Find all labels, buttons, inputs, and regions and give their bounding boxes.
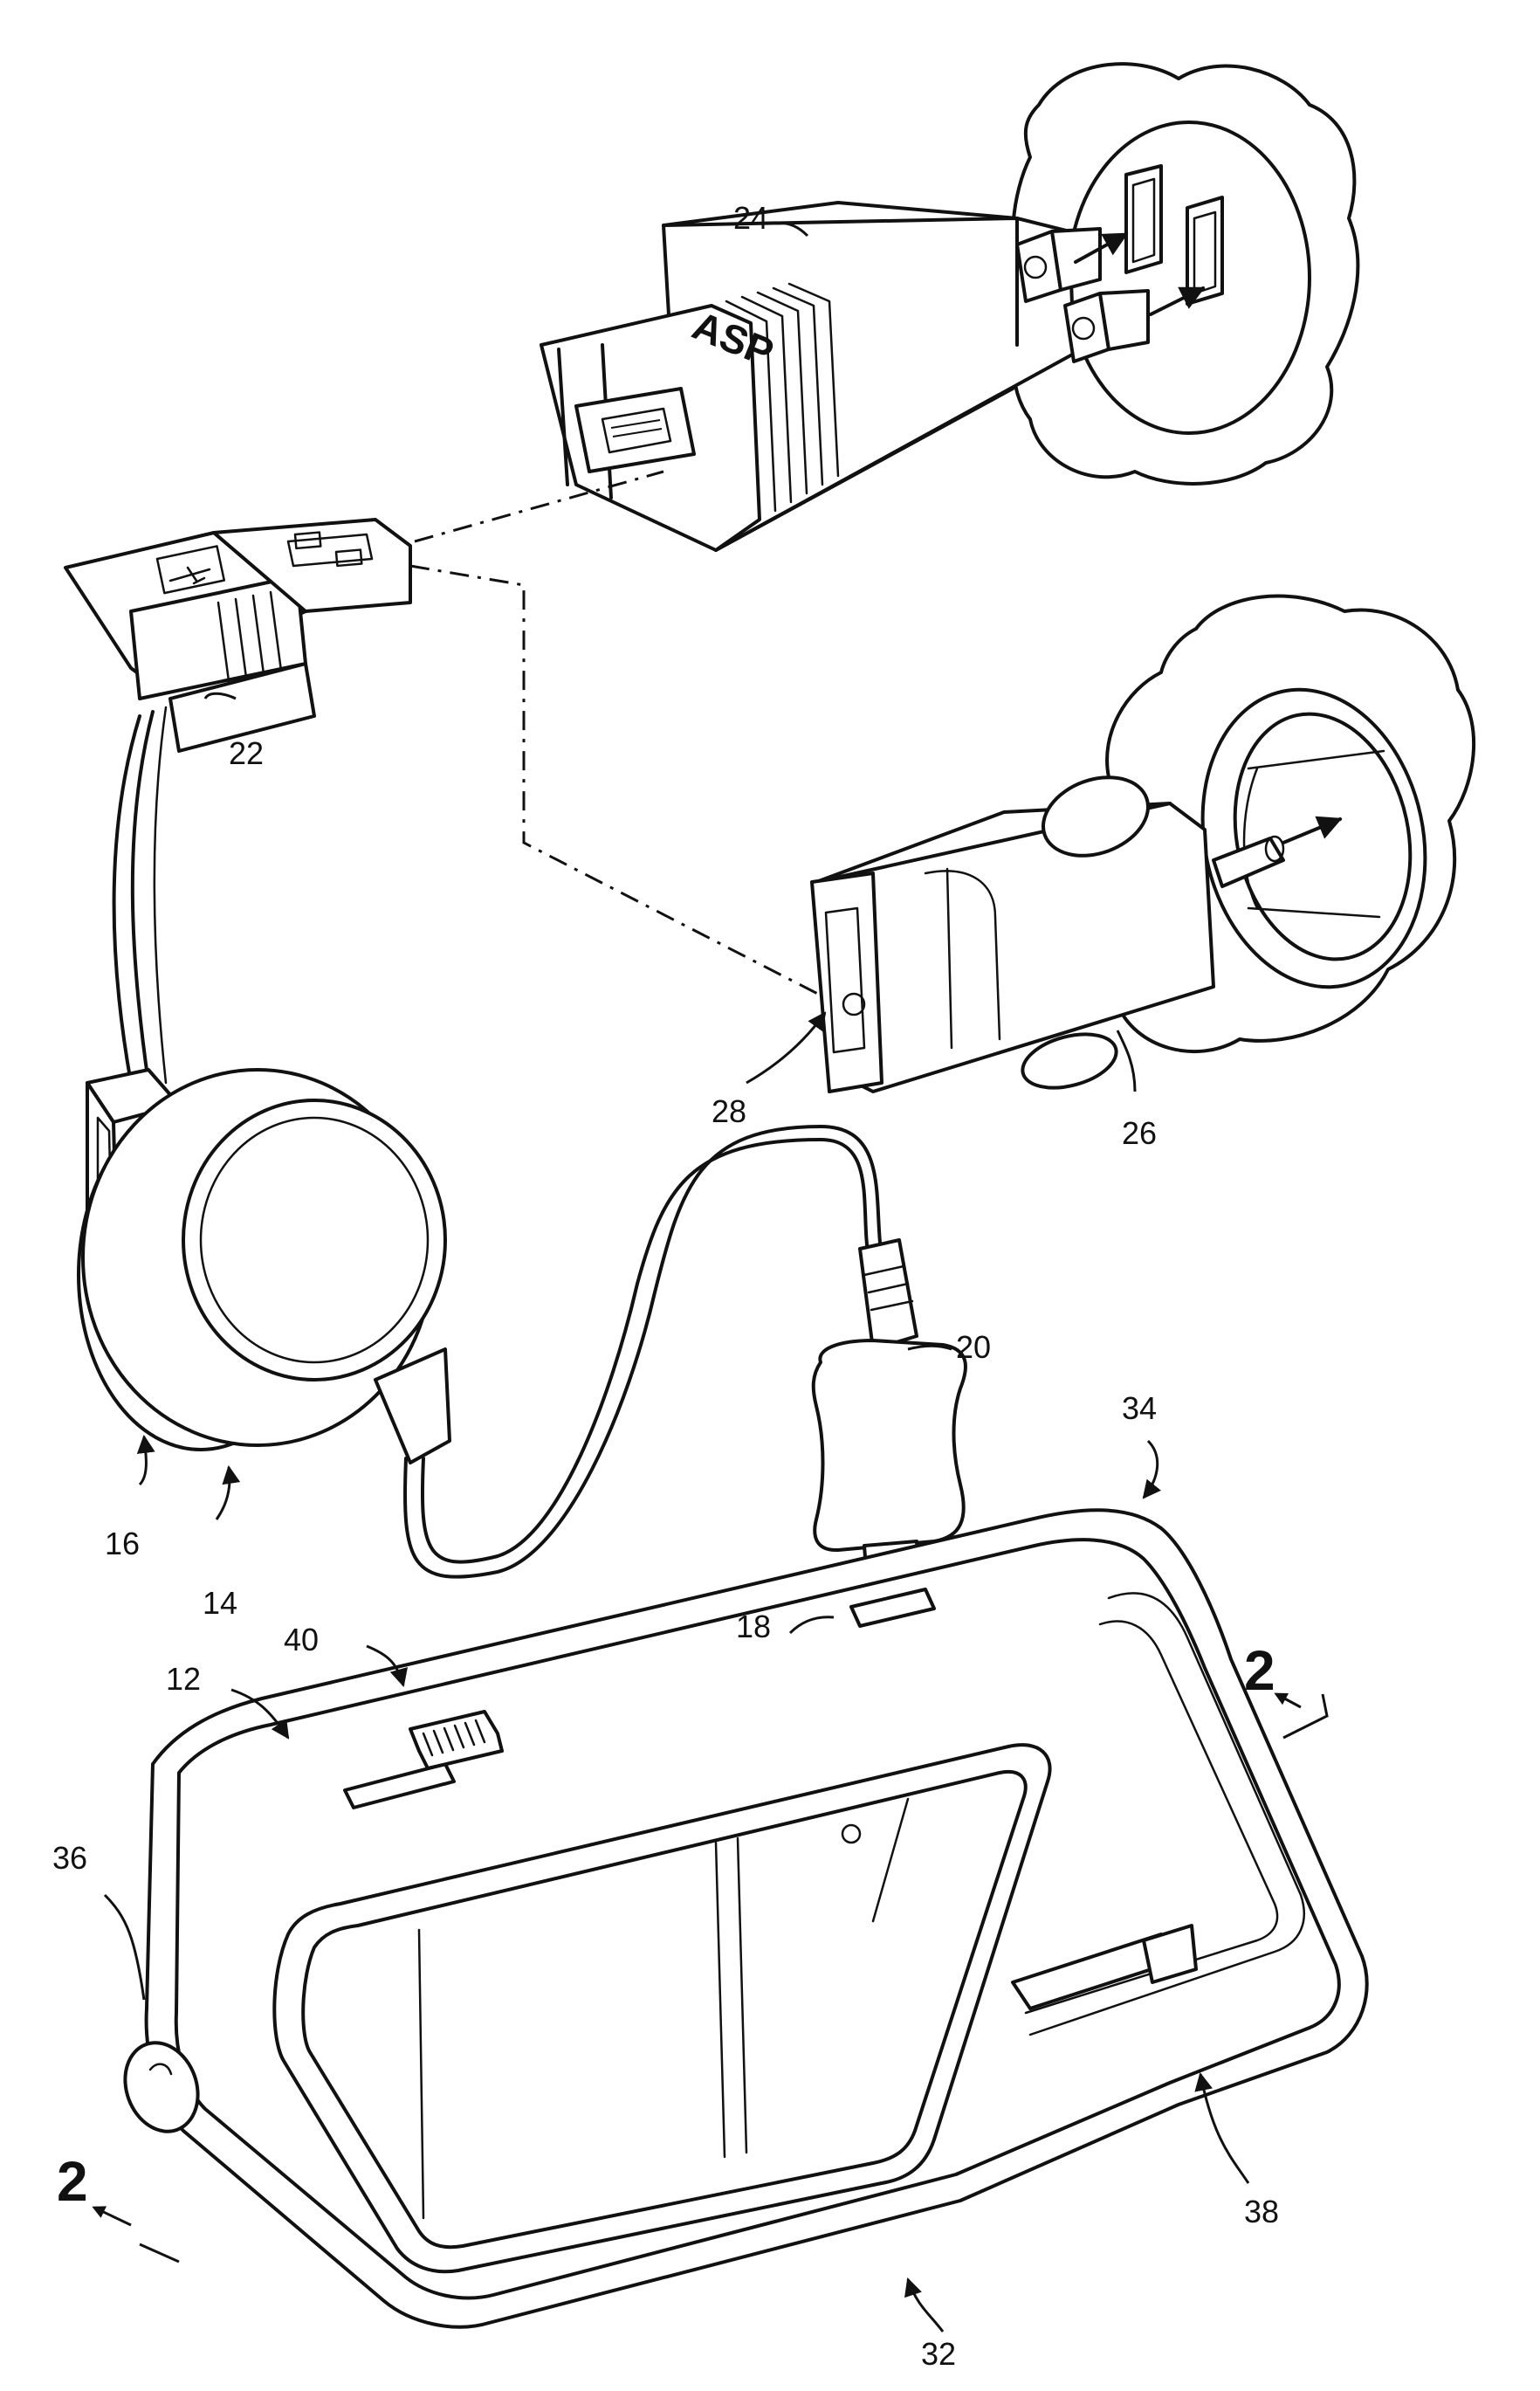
ref-22: 22 [229,735,264,771]
ref-26: 26 [1122,1115,1157,1151]
ref-40: 40 [284,1622,319,1657]
section-mark-right: 2 [1244,1639,1275,1702]
section-mark-left: 2 [57,2150,88,2213]
ref-16: 16 [105,1526,140,1561]
wall-adapter: ASP [541,203,1203,550]
car-adapter [812,763,1340,1097]
ref-36: 36 [52,1840,87,1876]
usb-plug [65,520,410,751]
ref-28: 28 [712,1093,746,1129]
connection-dashed-lines [410,472,838,1004]
ref-38: 38 [1244,2194,1279,2229]
ref-20: 20 [956,1329,991,1365]
ref-14: 14 [203,1585,237,1621]
ref-12: 12 [166,1661,201,1697]
ref-18: 18 [736,1609,771,1644]
cable [405,1127,882,1577]
ref-32: 32 [921,2336,956,2372]
cable-reel [79,707,450,1463]
ref-34: 34 [1122,1390,1157,1426]
ref-24: 24 [733,200,768,236]
